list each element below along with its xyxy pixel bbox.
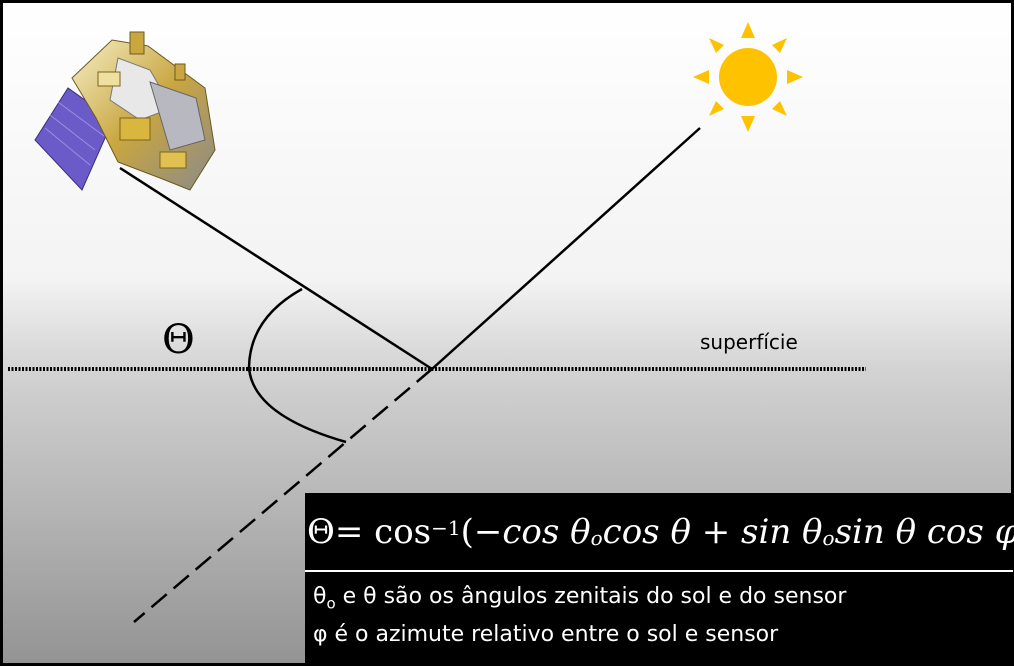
formula-inverse-exponent: −1 [431, 516, 461, 540]
formula-term2-sub: o [822, 526, 835, 550]
scattering-angle-arc [247, 287, 347, 444]
formula-divider [305, 570, 1013, 572]
note-zenith-angles: θo e θ são os ângulos zenitais do sol e … [313, 584, 846, 612]
sun-ray [431, 127, 701, 370]
sensor-line [119, 166, 433, 371]
note-relative-azimuth: φ é o azimute relativo entre o sol e sen… [313, 622, 779, 647]
note1-theta-sub: o [326, 594, 336, 613]
formula-term3: sin θ cos φ [834, 512, 1014, 552]
sun-ray-extension [133, 368, 433, 623]
surface-label: superfície [700, 330, 798, 354]
formula-term1-sub: o [590, 526, 603, 550]
scattering-angle-label: Θ [162, 317, 195, 363]
note1-theta: θ [313, 584, 327, 609]
formula-box: Θ = cos −1 ( −cos θ o cos θ + sin θ o si… [305, 493, 1014, 666]
sun-icon [693, 22, 803, 132]
satellite-icon [34, 31, 216, 191]
formula-term2: cos θ + sin θ [602, 512, 823, 552]
scattering-angle-formula: Θ = cos −1 ( −cos θ o cos θ + sin θ o si… [307, 497, 1014, 567]
formula-open-paren: ( [460, 512, 474, 552]
formula-cos: = cos [334, 512, 432, 552]
formula-lhs: Θ [307, 512, 335, 552]
note1-text: e θ são os ângulos zenitais do sol e do … [335, 584, 847, 609]
formula-term1: −cos θ [473, 512, 591, 552]
